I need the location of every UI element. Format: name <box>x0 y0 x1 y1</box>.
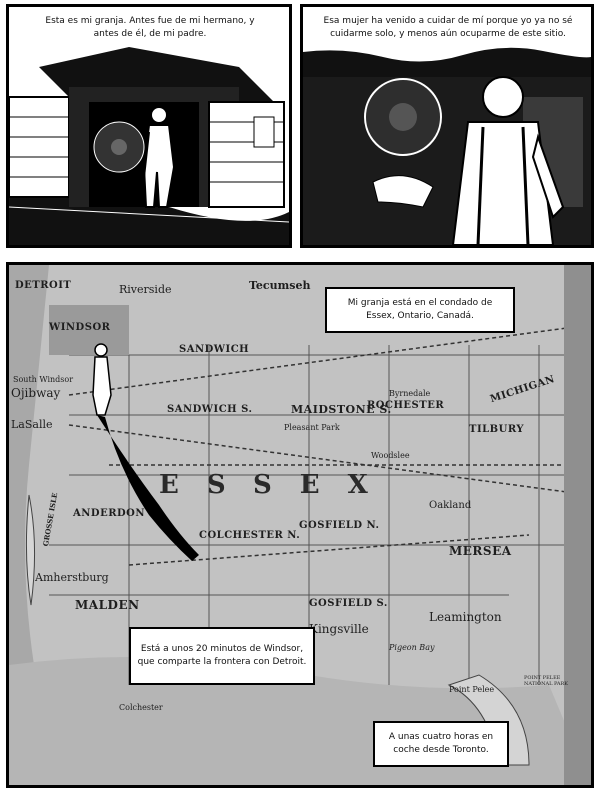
map-label-tecumseh: Tecumseh <box>249 279 311 292</box>
map-label-tilbury: TILBURY <box>469 424 524 435</box>
map-label-pigeon-bay: Pigeon Bay <box>389 643 435 652</box>
map-label-sandwich-s: SANDWICH S. <box>167 404 253 415</box>
map-label-colchester-n: COLCHESTER N. <box>199 530 301 541</box>
panel2-caption: Esa mujer ha venido a cuidar de mí porqu… <box>323 16 573 39</box>
comic-panel-farm-barn: Esta es mi granja. Antes fue de mi herma… <box>6 4 292 248</box>
map-label-amherstburg: Amherstburg <box>35 571 109 584</box>
map-label-oakland: Oakland <box>429 500 472 511</box>
essex-county-map <box>9 265 591 785</box>
tractor-illustration <box>303 7 591 245</box>
map-label-byrnedale: Byrnedale <box>389 389 431 398</box>
map-label-detroit: DETROIT <box>15 280 72 291</box>
map-label-sandwich: SANDWICH <box>179 344 250 355</box>
map-label-rochester: ROCHESTER <box>367 400 445 411</box>
map-label-woodslee: Woodslee <box>371 451 410 460</box>
map-label-pleasant-park: Pleasant Park <box>284 423 340 432</box>
map-label-point-pelee-park: POINT PELEE NATIONAL PARK <box>524 675 569 687</box>
map-label-point-pelee: Point Pelee <box>449 685 495 694</box>
map-label-kingsville: Kingsville <box>309 622 369 636</box>
comic-panel-essex-map: DETROIT Riverside Tecumseh WINDSOR SANDW… <box>6 262 594 788</box>
comic-panel-woman-and-man: Esa mujer ha venido a cuidar de mí porqu… <box>300 4 594 248</box>
map-label-colchester: Colchester <box>119 703 163 712</box>
map-label-mersea: MERSEA <box>449 544 512 558</box>
panel3-caption-windsor: Está a unos 20 minutos de Windsor, que c… <box>129 627 315 685</box>
map-label-windsor: WINDSOR <box>49 322 111 333</box>
map-label-malden: MALDEN <box>75 598 140 612</box>
map-label-maidstone: MAIDSTONE S. <box>291 403 392 416</box>
map-label-gosfield-n: GOSFIELD N. <box>299 520 380 531</box>
panel3-caption-toronto: A unas cuatro horas en coche desde Toron… <box>373 721 509 767</box>
map-label-leamington: Leamington <box>429 610 502 624</box>
barn-illustration <box>9 7 289 245</box>
panel1-caption: Esta es mi granja. Antes fue de mi herma… <box>45 16 255 39</box>
map-label-gosfield-s: GOSFIELD S. <box>309 598 388 609</box>
map-label-essex: ESSEX <box>159 470 396 500</box>
map-label-la-salle: LaSalle <box>11 418 53 431</box>
map-label-south-windsor: South Windsor <box>13 375 74 384</box>
map-label-anderdon: ANDERDON <box>73 508 146 519</box>
map-label-ojibway: Ojibway <box>11 386 61 400</box>
map-label-riverside: Riverside <box>119 283 172 296</box>
panel3-caption-location: Mi granja está en el condado de Essex, O… <box>325 287 515 333</box>
